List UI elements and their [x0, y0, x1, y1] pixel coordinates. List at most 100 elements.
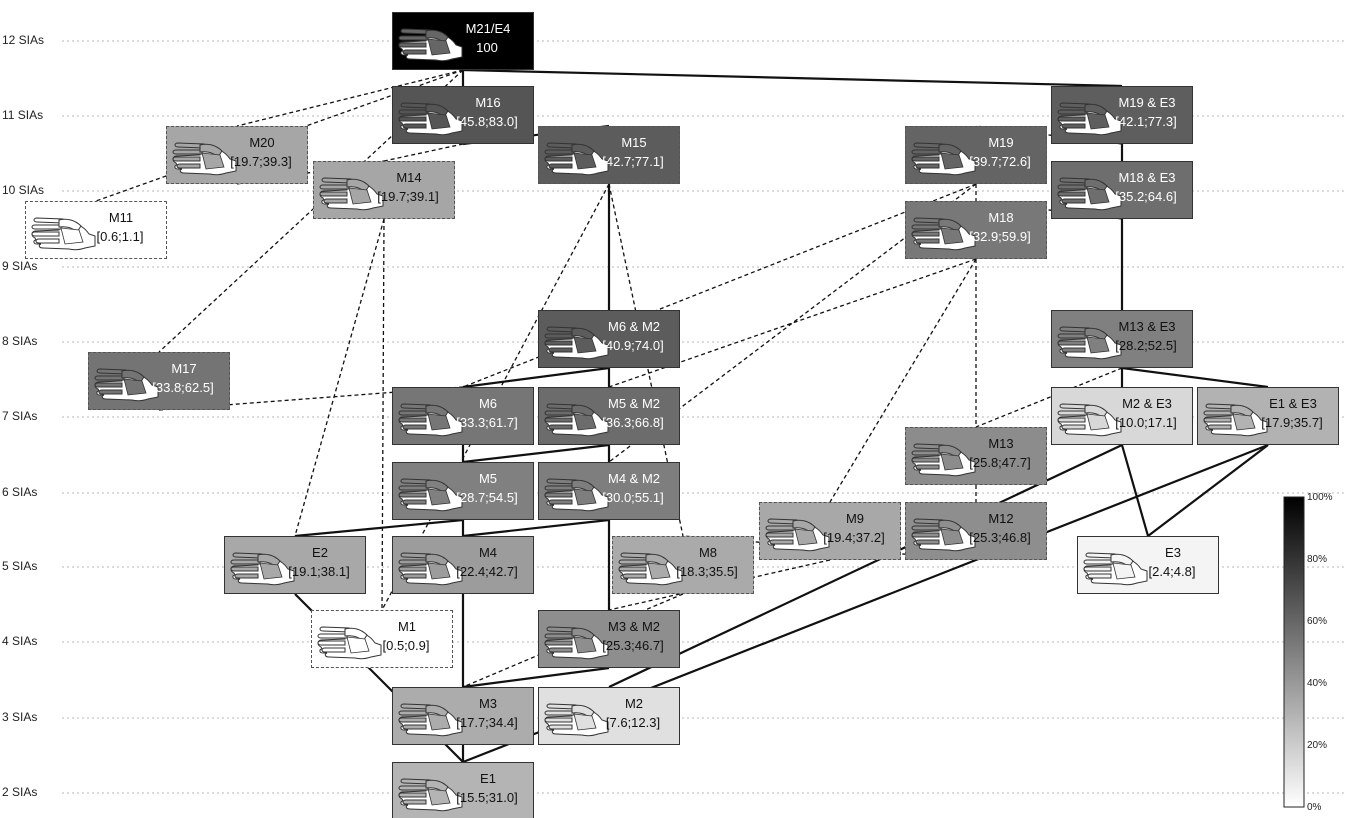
node-m2e3: M2 & E3[10.0;17.1]	[1051, 387, 1193, 445]
hand-icon	[544, 142, 609, 176]
hand-icon	[544, 703, 609, 737]
colorbar	[1283, 496, 1305, 808]
node-m4: M4[22.4;42.7]	[392, 536, 534, 594]
node-value: [40.9;74.0]	[602, 338, 664, 353]
colorbar-tick: 60%	[1307, 616, 1328, 627]
node-m3: M3 [17.7;34.4]	[392, 687, 534, 745]
node-name: M1	[397, 619, 417, 634]
edge-dashed	[608, 183, 684, 537]
node-value: [33.3;61.7]	[456, 415, 518, 430]
node-name: M2 & E3	[1122, 396, 1172, 411]
node-name: M19	[988, 135, 1014, 150]
node-name: M3 & M2	[607, 619, 660, 634]
node-value: [32.9;59.9]	[969, 229, 1031, 244]
hand-icon	[1203, 403, 1268, 437]
node-m18: M18 [32.9;59.9]	[905, 201, 1047, 259]
hand-icon	[1083, 552, 1148, 586]
node-e3: E3[2.4;4.8]	[1077, 536, 1219, 594]
node-value: [42.1;77.3]	[1115, 114, 1177, 129]
hand-icon	[31, 217, 96, 251]
node-value: [42.7;77.1]	[602, 154, 664, 169]
node-name: M14	[396, 170, 422, 185]
y-axis-label: 3 SIAs	[2, 710, 38, 724]
node-value: [17.7;34.4]	[456, 715, 518, 730]
edge-dashed	[383, 143, 464, 162]
node-name: M17	[171, 361, 197, 376]
node-value: [19.4;37.2]	[823, 530, 885, 545]
node-name: M6	[478, 396, 498, 411]
edge-dashed	[294, 218, 385, 537]
node-m19e3: M19 & E3 [42.1;77.3]	[1051, 86, 1193, 144]
edge-solid	[294, 518, 464, 538]
colorbar-tick: 40%	[1307, 678, 1328, 689]
hand-icon	[398, 778, 463, 812]
node-m9: M9[19.4;37.2]	[759, 502, 901, 560]
hand-icon	[398, 703, 463, 737]
colorbar-tick: 20%	[1307, 740, 1328, 751]
hand-icon	[1057, 326, 1122, 360]
hand-icon	[544, 626, 609, 660]
hand-icon	[911, 142, 976, 176]
edge-dashed	[236, 69, 464, 127]
hand-icon	[230, 552, 295, 586]
hand-icon	[544, 478, 609, 512]
node-name: M3	[478, 696, 498, 711]
node-value: [19.7;39.3]	[230, 154, 292, 169]
y-axis-label: 9 SIAs	[2, 259, 38, 273]
hand-icon	[94, 368, 159, 402]
node-m8: M8[18.3;35.5]	[612, 536, 754, 594]
node-m16: M16 [45.8;83.0]	[392, 86, 534, 144]
node-value: [25.8;47.7]	[969, 455, 1031, 470]
y-axis-label: 2 SIAs	[2, 785, 38, 799]
hand-icon	[398, 478, 463, 512]
node-value: [45.8;83.0]	[456, 114, 518, 129]
node-value: [30.0;55.1]	[602, 490, 664, 505]
colorbar-tick: 80%	[1307, 554, 1328, 565]
edge-solid	[462, 518, 610, 538]
node-value: [19.1;38.1]	[288, 564, 350, 579]
hand-icon	[319, 177, 384, 211]
node-value: [39.7;72.6]	[969, 154, 1031, 169]
y-axis-label: 11 SIAs	[2, 108, 44, 122]
node-e2: E2[19.1;38.1]	[224, 536, 366, 594]
node-m6: M6 [33.3;61.7]	[392, 387, 534, 445]
node-m5: M5[28.7;54.5]	[392, 462, 534, 520]
colorbar-tick: 100%	[1307, 492, 1333, 503]
edge-dashed	[829, 258, 977, 503]
node-name: M19 & E3	[1118, 95, 1176, 110]
hand-icon	[398, 28, 463, 62]
hand-icon	[398, 552, 463, 586]
node-m19: M19 [39.7;72.6]	[905, 126, 1047, 184]
node-name: M13	[988, 436, 1014, 451]
y-axis-label: 7 SIAs	[2, 409, 38, 423]
hand-icon	[765, 518, 830, 552]
node-m14: M14[19.7;39.1]	[313, 161, 455, 219]
node-m2: M2[7.6;12.3]	[538, 687, 680, 745]
node-name: M5 & M2	[607, 396, 660, 411]
hand-icon	[911, 518, 976, 552]
node-value: [28.7;54.5]	[456, 490, 518, 505]
edge-dashed	[381, 218, 385, 611]
node-name: M18	[988, 210, 1014, 225]
node-name: M11	[108, 210, 134, 225]
node-m20: M20 [19.7;39.3]	[166, 126, 308, 184]
hand-icon	[911, 443, 976, 477]
node-m3m2: M3 & M2[25.3;46.7]	[538, 610, 680, 668]
node-m11: M11[0.6;1.1]	[25, 201, 167, 259]
node-value: [0.5;0.9]	[382, 638, 430, 653]
node-value: [18.3;35.5]	[676, 564, 738, 579]
node-m17: M17[33.8;62.5]	[88, 352, 230, 410]
node-name: M6 & M2	[607, 319, 660, 334]
node-name: M16	[475, 95, 501, 110]
node-m5m2: M5 & M2[36.3;66.8]	[538, 387, 680, 445]
node-m6m2: M6 & M2 [40.9;74.0]	[538, 310, 680, 368]
node-name: M20	[249, 135, 275, 150]
node-m4m2: M4 & M2[30.0;55.1]	[538, 462, 680, 520]
node-name: M21/E4	[465, 21, 511, 36]
node-name: M18 & E3	[1118, 170, 1176, 185]
node-value: [28.2;52.5]	[1115, 338, 1177, 353]
node-value: [7.6;12.3]	[605, 715, 661, 730]
edge-dashed	[975, 367, 1123, 428]
